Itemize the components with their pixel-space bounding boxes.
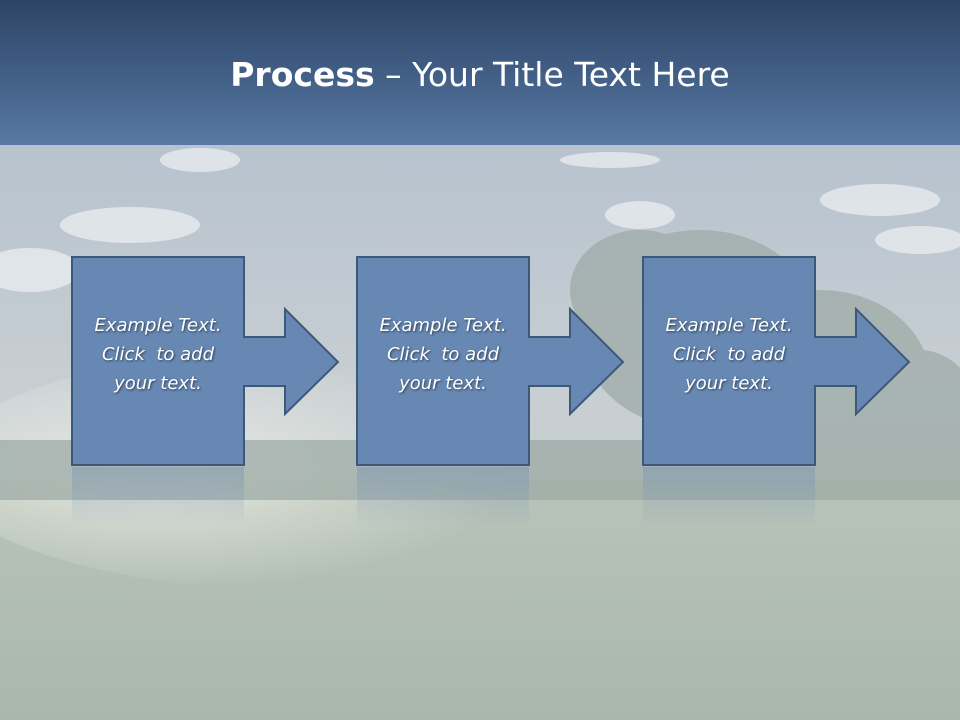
step-text-line: your text. (399, 373, 487, 394)
process-step-1[interactable] (71, 256, 340, 527)
title-bold: Process (230, 55, 375, 94)
title-bar: Process – Your Title Text Here (0, 0, 960, 145)
step-text-line: your text. (685, 373, 773, 394)
process-step-3[interactable] (642, 256, 911, 527)
step-2-text[interactable]: Example Text. Click to add your text. (357, 311, 529, 398)
step-text-line: Click to add (672, 344, 785, 365)
step-text-line: Click to add (101, 344, 214, 365)
step-arrow-shape[interactable] (356, 256, 625, 466)
step-text-line: Example Text. (379, 315, 507, 336)
step-text-line: Example Text. (665, 315, 793, 336)
step-text-line: Example Text. (94, 315, 222, 336)
step-text-line: Click to add (386, 344, 499, 365)
step-1-text[interactable]: Example Text. Click to add your text. (72, 311, 244, 398)
slide-title: Process – Your Title Text Here (0, 52, 960, 98)
step-reflection (357, 467, 529, 527)
title-rest: – Your Title Text Here (374, 55, 730, 94)
step-arrow-shape[interactable] (71, 256, 340, 466)
step-reflection (72, 467, 244, 527)
step-text-line: your text. (114, 373, 202, 394)
process-step-2[interactable] (356, 256, 625, 527)
clouds (0, 148, 960, 292)
step-arrow-shape[interactable] (642, 256, 911, 466)
step-3-text[interactable]: Example Text. Click to add your text. (643, 311, 815, 398)
step-reflection (643, 467, 815, 527)
